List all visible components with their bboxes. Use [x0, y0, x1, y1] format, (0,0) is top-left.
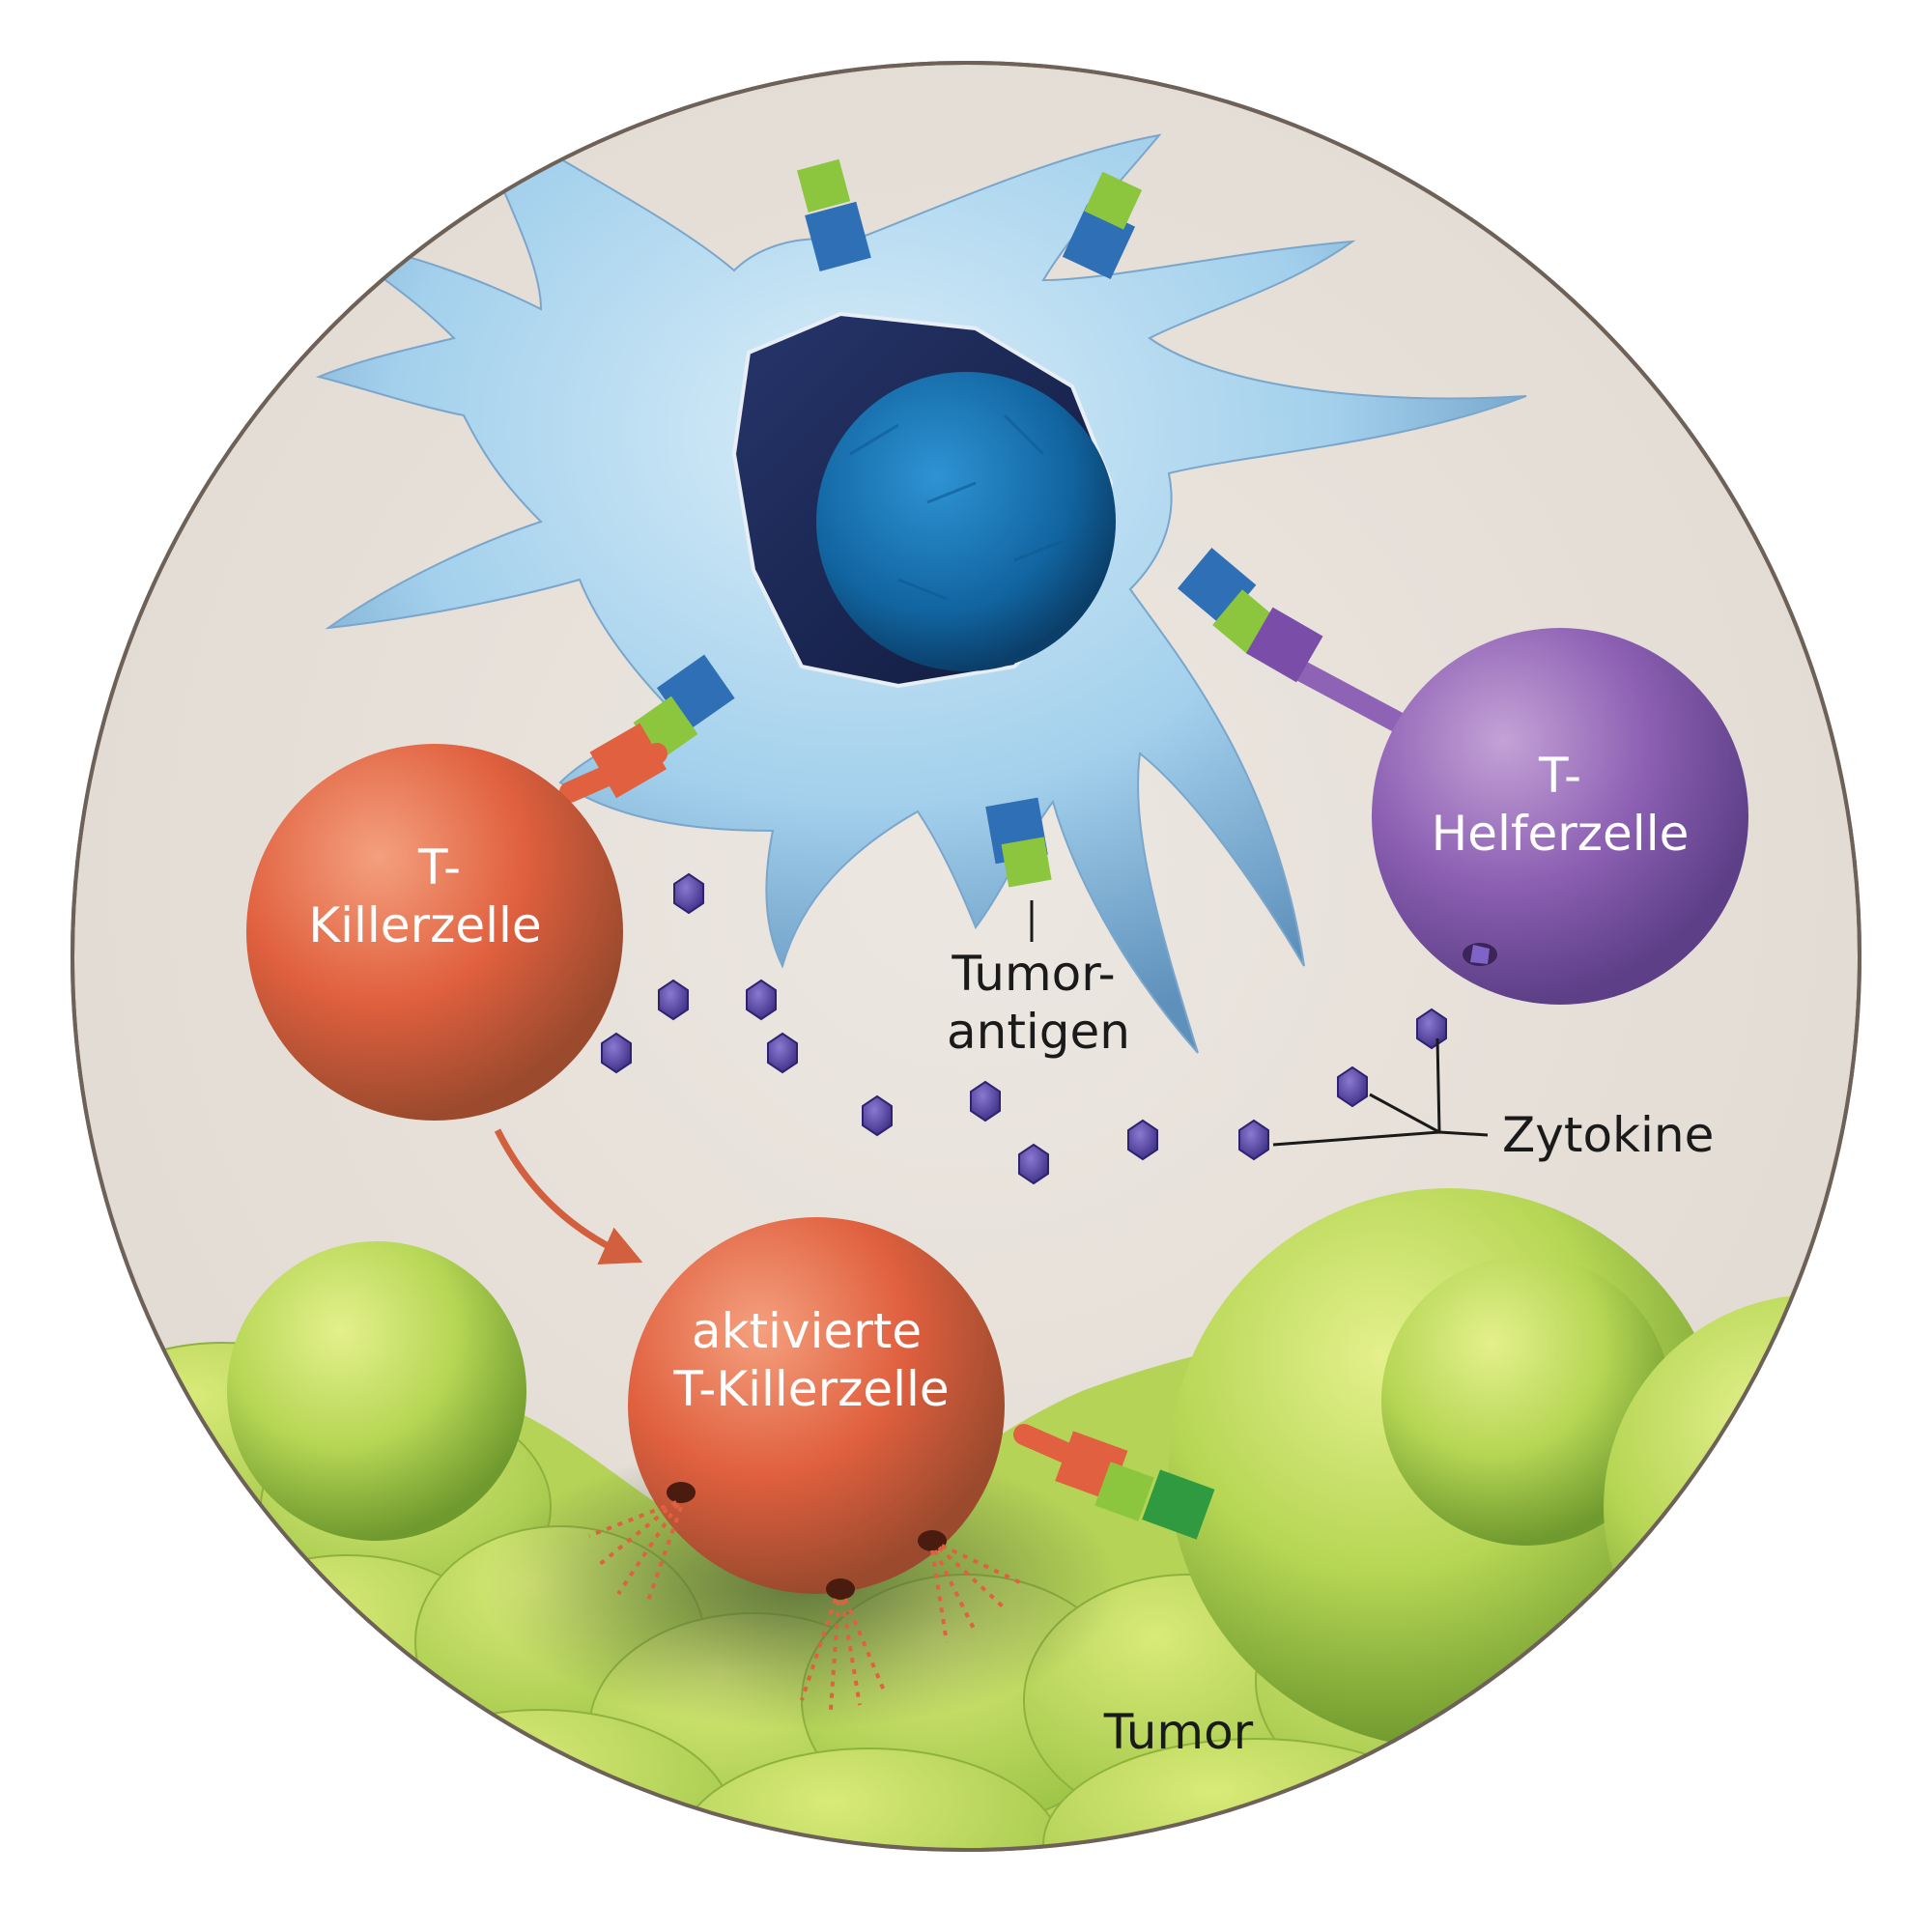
- activated-killer-label-line2: T-Killerzelle: [672, 1361, 949, 1417]
- cytokine-leader-line: [1369, 1093, 1440, 1134]
- antigen-cube: [797, 158, 851, 213]
- t-killer-cell: [246, 744, 623, 1121]
- cytokine: [658, 979, 689, 1021]
- receptor-complexes: [633, 158, 1278, 888]
- cytokine: [1238, 1119, 1269, 1161]
- cytokine: [970, 1080, 1001, 1122]
- leader-lines: [1030, 900, 1489, 1147]
- perforin-spray: [588, 1500, 1025, 1711]
- cytokine: [1337, 1065, 1368, 1108]
- tumor-antigen-label-line2: antigen: [947, 1004, 1130, 1060]
- cytokines-label: Zytokine: [1502, 1107, 1714, 1163]
- activated-t-killer-cell: [628, 1217, 1005, 1594]
- nucleus: [816, 372, 1116, 671]
- tumor-label: Tumor: [1103, 1704, 1254, 1760]
- cytokine: [1018, 1143, 1049, 1185]
- killer-pore: [826, 1578, 855, 1600]
- cytokine: [1127, 1119, 1158, 1161]
- cytokine: [767, 1032, 798, 1074]
- cytokine: [1416, 1008, 1447, 1050]
- cytokine: [673, 872, 704, 915]
- tumor-cell: [227, 1241, 526, 1541]
- helper-tcr: [1246, 607, 1431, 745]
- labels: T- Killerzelle T- Helferzelle aktivierte…: [308, 748, 1714, 1760]
- killer-tcr: [559, 723, 668, 803]
- cytokine: [862, 1094, 893, 1137]
- killer-pore: [667, 1482, 696, 1503]
- antigen-cube: [1001, 837, 1052, 888]
- activated-killer-label-line1: aktivierte: [692, 1303, 922, 1359]
- dendritic-cell: [315, 94, 1527, 1054]
- tumor-cell: [1381, 1256, 1671, 1546]
- t-helper-label-line1: T-: [1538, 748, 1581, 804]
- t-helper-cell: [1372, 628, 1748, 1005]
- cytokine: [601, 1032, 632, 1074]
- rim: [71, 61, 1861, 1852]
- cytokines: [601, 872, 1447, 1185]
- mhc-receptor: [805, 201, 871, 271]
- tumor-antigen-label-line1: Tumor-: [951, 946, 1115, 1002]
- cytokine-release: [1470, 945, 1490, 964]
- t-killer-label-line2: Killerzelle: [308, 897, 541, 953]
- t-helper-label-line2: Helferzelle: [1432, 806, 1690, 862]
- cytokine: [746, 979, 777, 1021]
- antigen-cube: [1084, 171, 1143, 230]
- activated-killer-synapse: [1013, 1424, 1215, 1540]
- cytokine-leader-line: [1435, 1037, 1441, 1133]
- activation-arrow: [494, 1128, 643, 1264]
- killer-pore: [918, 1530, 947, 1551]
- t-killer-label-line1: T-: [417, 839, 461, 895]
